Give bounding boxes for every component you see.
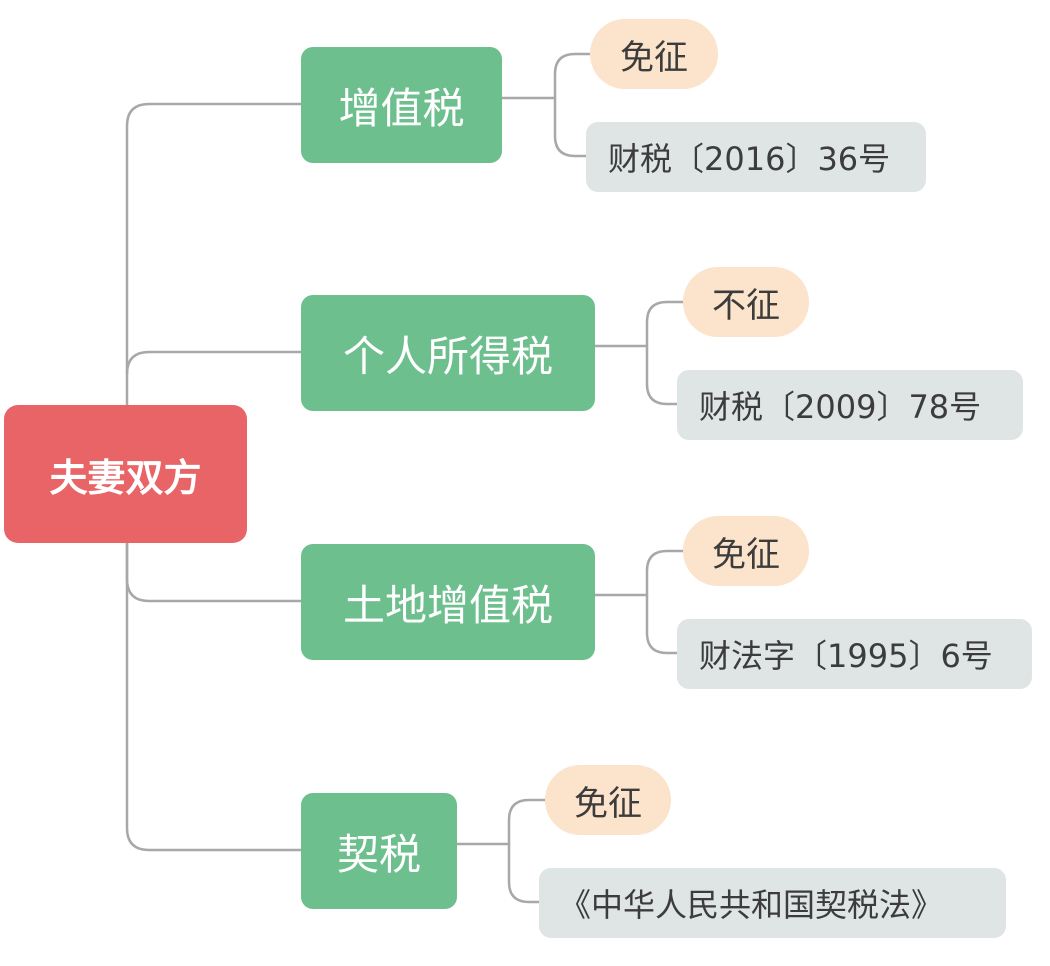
doc-node-vat: 财税〔2016〕36号 (586, 122, 926, 192)
connector-b3-doc (645, 595, 677, 655)
doc-label: 《中华人民共和国契税法》 (559, 886, 944, 924)
status-node-vat: 免征 (590, 19, 718, 89)
doc-label: 财税〔2009〕78号 (699, 388, 982, 426)
doc-label: 财税〔2016〕36号 (608, 140, 891, 178)
status-label: 不征 (712, 285, 780, 326)
status-node-income: 不征 (683, 267, 809, 337)
connector-b2-status (595, 300, 683, 348)
status-label: 免征 (574, 783, 642, 824)
status-label: 免征 (712, 534, 780, 575)
connector-b4-doc (507, 844, 539, 904)
status-label: 免征 (620, 37, 688, 78)
tax-label: 增值税 (338, 83, 465, 133)
tax-label: 契税 (336, 829, 421, 879)
connector-b4-status (457, 798, 545, 846)
status-node-deed: 免征 (545, 765, 671, 835)
root-node: 夫妻双方 (4, 405, 247, 543)
doc-node-land-vat: 财法字〔1995〕6号 (677, 619, 1032, 689)
status-node-land-vat: 免征 (683, 516, 809, 586)
doc-label: 财法字〔1995〕6号 (699, 637, 993, 675)
connector-b2-doc (645, 346, 677, 406)
tax-node-land-vat: 土地增值税 (301, 544, 595, 660)
tax-node-income: 个人所得税 (301, 295, 595, 411)
connector-root-1 (125, 102, 301, 405)
tax-label: 土地增值税 (342, 580, 553, 630)
connector-root-3 (125, 543, 301, 603)
connector-root-2 (125, 350, 301, 375)
connector-b1-status (502, 52, 590, 100)
connector-b1-doc (553, 98, 586, 158)
doc-node-deed: 《中华人民共和国契税法》 (539, 868, 1006, 938)
tax-node-deed: 契税 (301, 793, 457, 909)
connector-b3-status (595, 549, 683, 597)
connector-root-4 (125, 543, 301, 852)
doc-node-income: 财税〔2009〕78号 (677, 370, 1023, 440)
root-label: 夫妻双方 (49, 455, 202, 500)
tax-node-vat: 增值税 (301, 47, 502, 163)
tax-label: 个人所得税 (342, 331, 553, 381)
